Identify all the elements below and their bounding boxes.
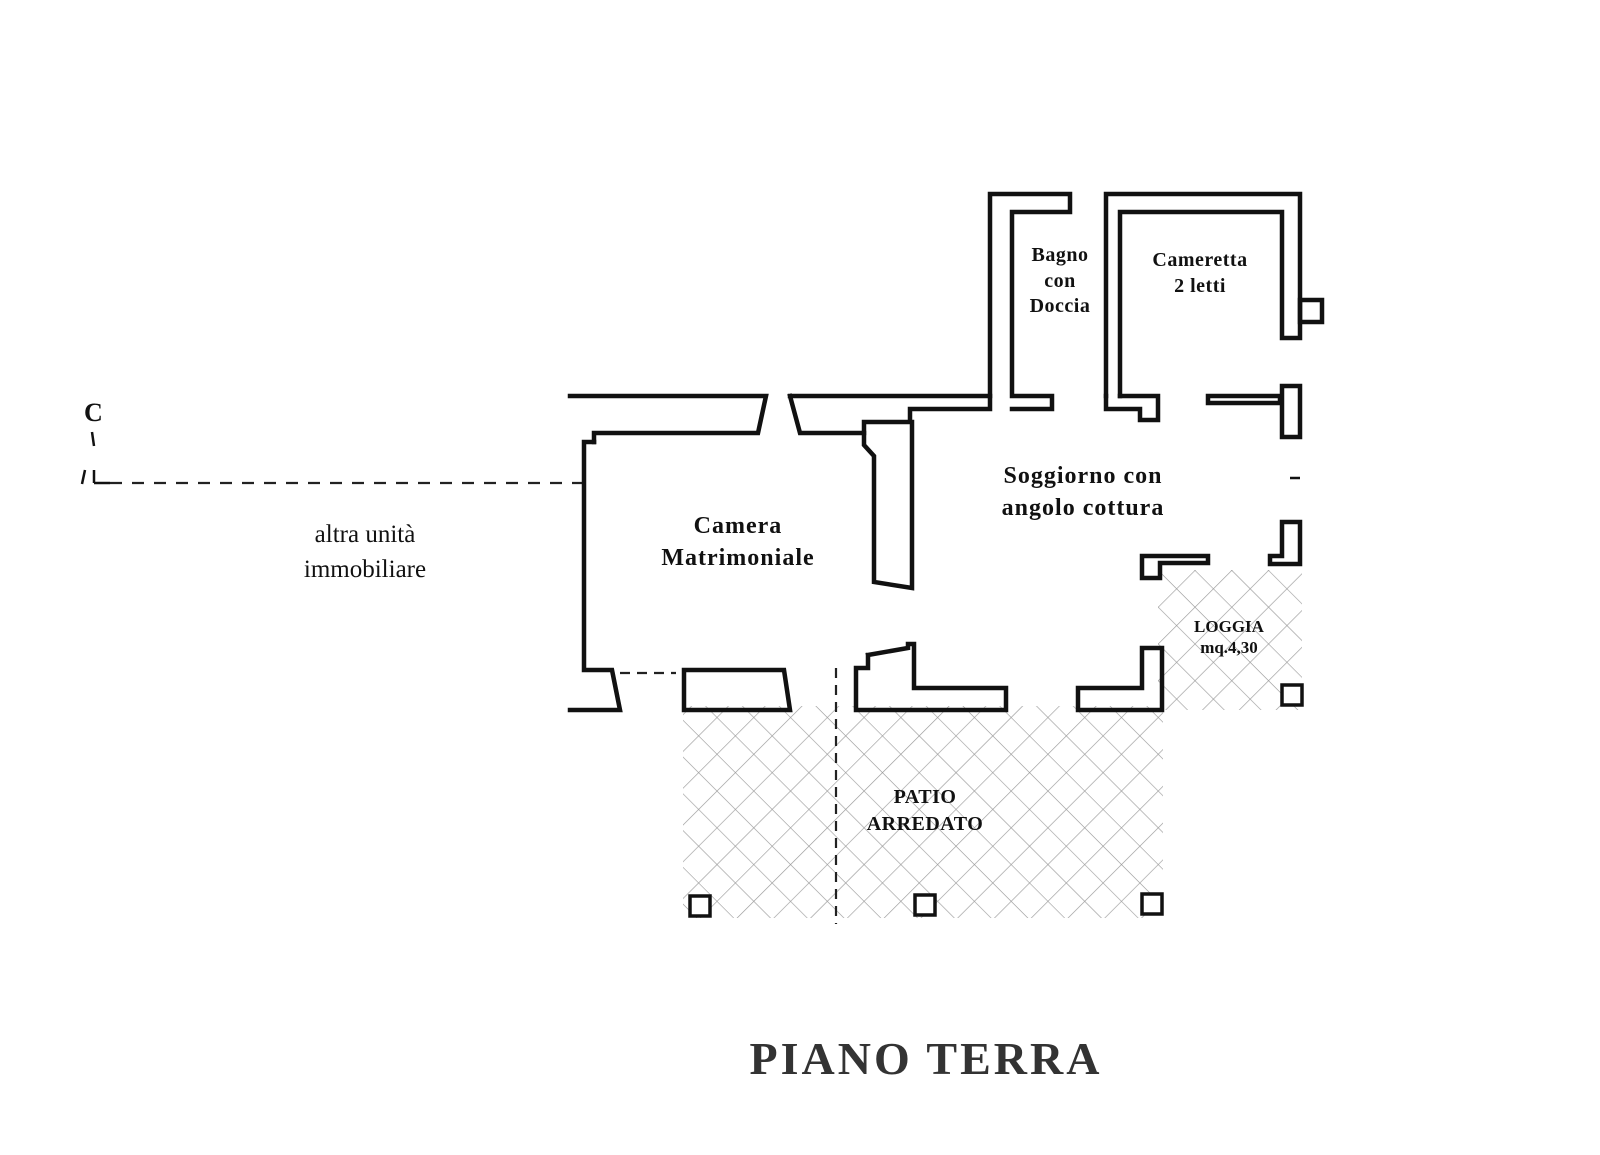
patio-area — [683, 706, 1163, 918]
loggia-area — [1158, 570, 1302, 710]
walls — [567, 191, 1325, 713]
altra-unita-label-1: altra unità — [315, 521, 416, 548]
soggiorno-label-1: Soggiorno con — [1003, 463, 1162, 489]
pillars — [688, 683, 1304, 918]
section-line — [80, 431, 583, 485]
altra-unita-label-2: immobiliare — [304, 556, 426, 583]
cameretta-label-1: Cameretta — [1152, 249, 1247, 271]
bagno-label-3: Doccia — [1030, 295, 1091, 317]
loggia-label-2: mq.4,30 — [1200, 638, 1258, 657]
loggia-label-1: LOGGIA — [1194, 617, 1265, 636]
bagno-label-2: con — [1044, 270, 1076, 292]
camera-label-1: Camera — [694, 513, 783, 539]
patio-label-2: ARREDATO — [867, 813, 984, 835]
cameretta-label-2: 2 letti — [1174, 275, 1226, 297]
patio-label-1: PATIO — [894, 786, 957, 808]
floor-title: PIANO TERRA — [750, 1033, 1103, 1084]
camera-label-2: Matrimoniale — [661, 545, 814, 571]
soggiorno-label-2: angolo cottura — [1002, 495, 1165, 521]
section-marker: C — [84, 398, 103, 427]
bagno-label-1: Bagno — [1032, 244, 1089, 266]
